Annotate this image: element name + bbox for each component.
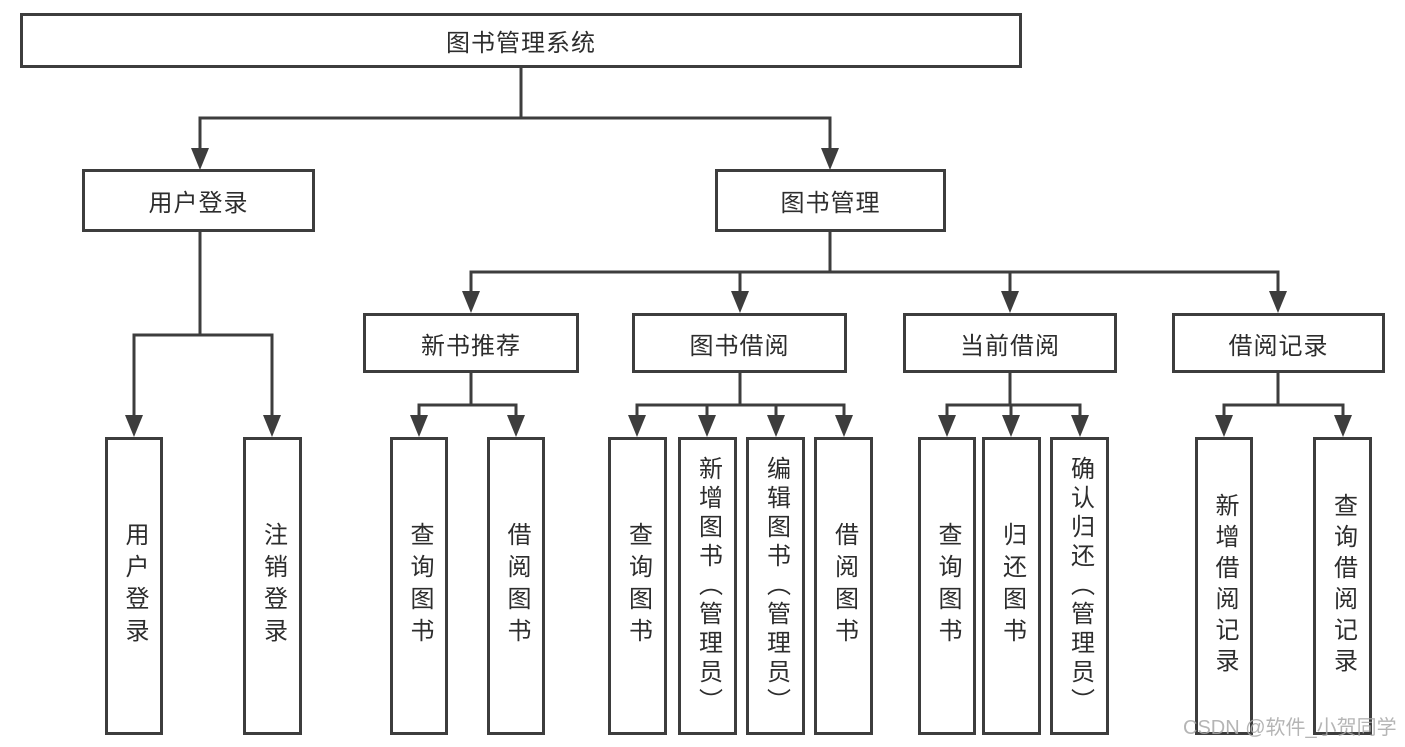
node-user-login-module: 用户登录 <box>82 169 315 232</box>
node-label: 图书管理 <box>780 190 881 217</box>
node-label: 编辑图书（管理员） <box>762 455 790 717</box>
node-label: 当前借阅 <box>960 332 1060 360</box>
node-leaf-user-login: 用户登录 <box>105 437 163 735</box>
node-label: 借阅记录 <box>1228 332 1329 360</box>
node-label: 新增借阅记录 <box>1211 493 1238 679</box>
tree-edges <box>132 66 1345 429</box>
node-leaf-add-borrow-record: 新增借阅记录 <box>1195 437 1253 735</box>
node-label: 查询图书 <box>934 522 961 650</box>
node-borrowing-records: 借阅记录 <box>1172 313 1385 373</box>
node-label: 查询图书 <box>406 522 433 650</box>
node-label: 查询借阅记录 <box>1329 493 1357 679</box>
node-label: 新书推荐 <box>421 332 521 360</box>
node-label: 注销登录 <box>259 522 287 650</box>
node-label: 确认归还（管理员） <box>1066 455 1094 717</box>
node-leaf-query-books-borrow: 查询图书 <box>608 437 667 735</box>
csdn-watermark: CSDN @软件_小贺同学 <box>1183 717 1397 739</box>
node-leaf-query-books-current: 查询图书 <box>918 437 976 735</box>
node-label: 图书借阅 <box>689 332 790 360</box>
node-label: 借阅图书 <box>830 522 858 650</box>
node-leaf-borrow-books: 借阅图书 <box>814 437 873 735</box>
node-leaf-add-book-admin: 新增图书（管理员） <box>678 437 737 735</box>
node-leaf-query-borrow-record: 查询借阅记录 <box>1313 437 1372 735</box>
node-book-management-module: 图书管理 <box>715 169 946 232</box>
node-leaf-query-books-recommend: 查询图书 <box>390 437 448 735</box>
node-label: 用户登录 <box>121 522 148 650</box>
node-current-borrowing: 当前借阅 <box>903 313 1117 373</box>
node-leaf-return-books: 归还图书 <box>982 437 1041 735</box>
node-label: 借阅图书 <box>503 522 530 650</box>
node-leaf-edit-book-admin: 编辑图书（管理员） <box>746 437 805 735</box>
node-label: 归还图书 <box>998 522 1026 650</box>
node-label: 查询图书 <box>624 522 652 650</box>
arrow-heads <box>125 148 1352 437</box>
node-leaf-confirm-return-admin: 确认归还（管理员） <box>1050 437 1109 735</box>
node-book-borrowing: 图书借阅 <box>632 313 847 373</box>
node-new-book-recommendation: 新书推荐 <box>363 313 579 373</box>
node-root-system: 图书管理系统 <box>20 13 1022 68</box>
node-leaf-borrow-books-recommend: 借阅图书 <box>487 437 545 735</box>
node-label: 用户登录 <box>148 190 249 217</box>
node-label: 新增图书（管理员） <box>694 455 722 717</box>
node-leaf-logout: 注销登录 <box>243 437 302 735</box>
node-label: 图书管理系统 <box>446 30 596 57</box>
